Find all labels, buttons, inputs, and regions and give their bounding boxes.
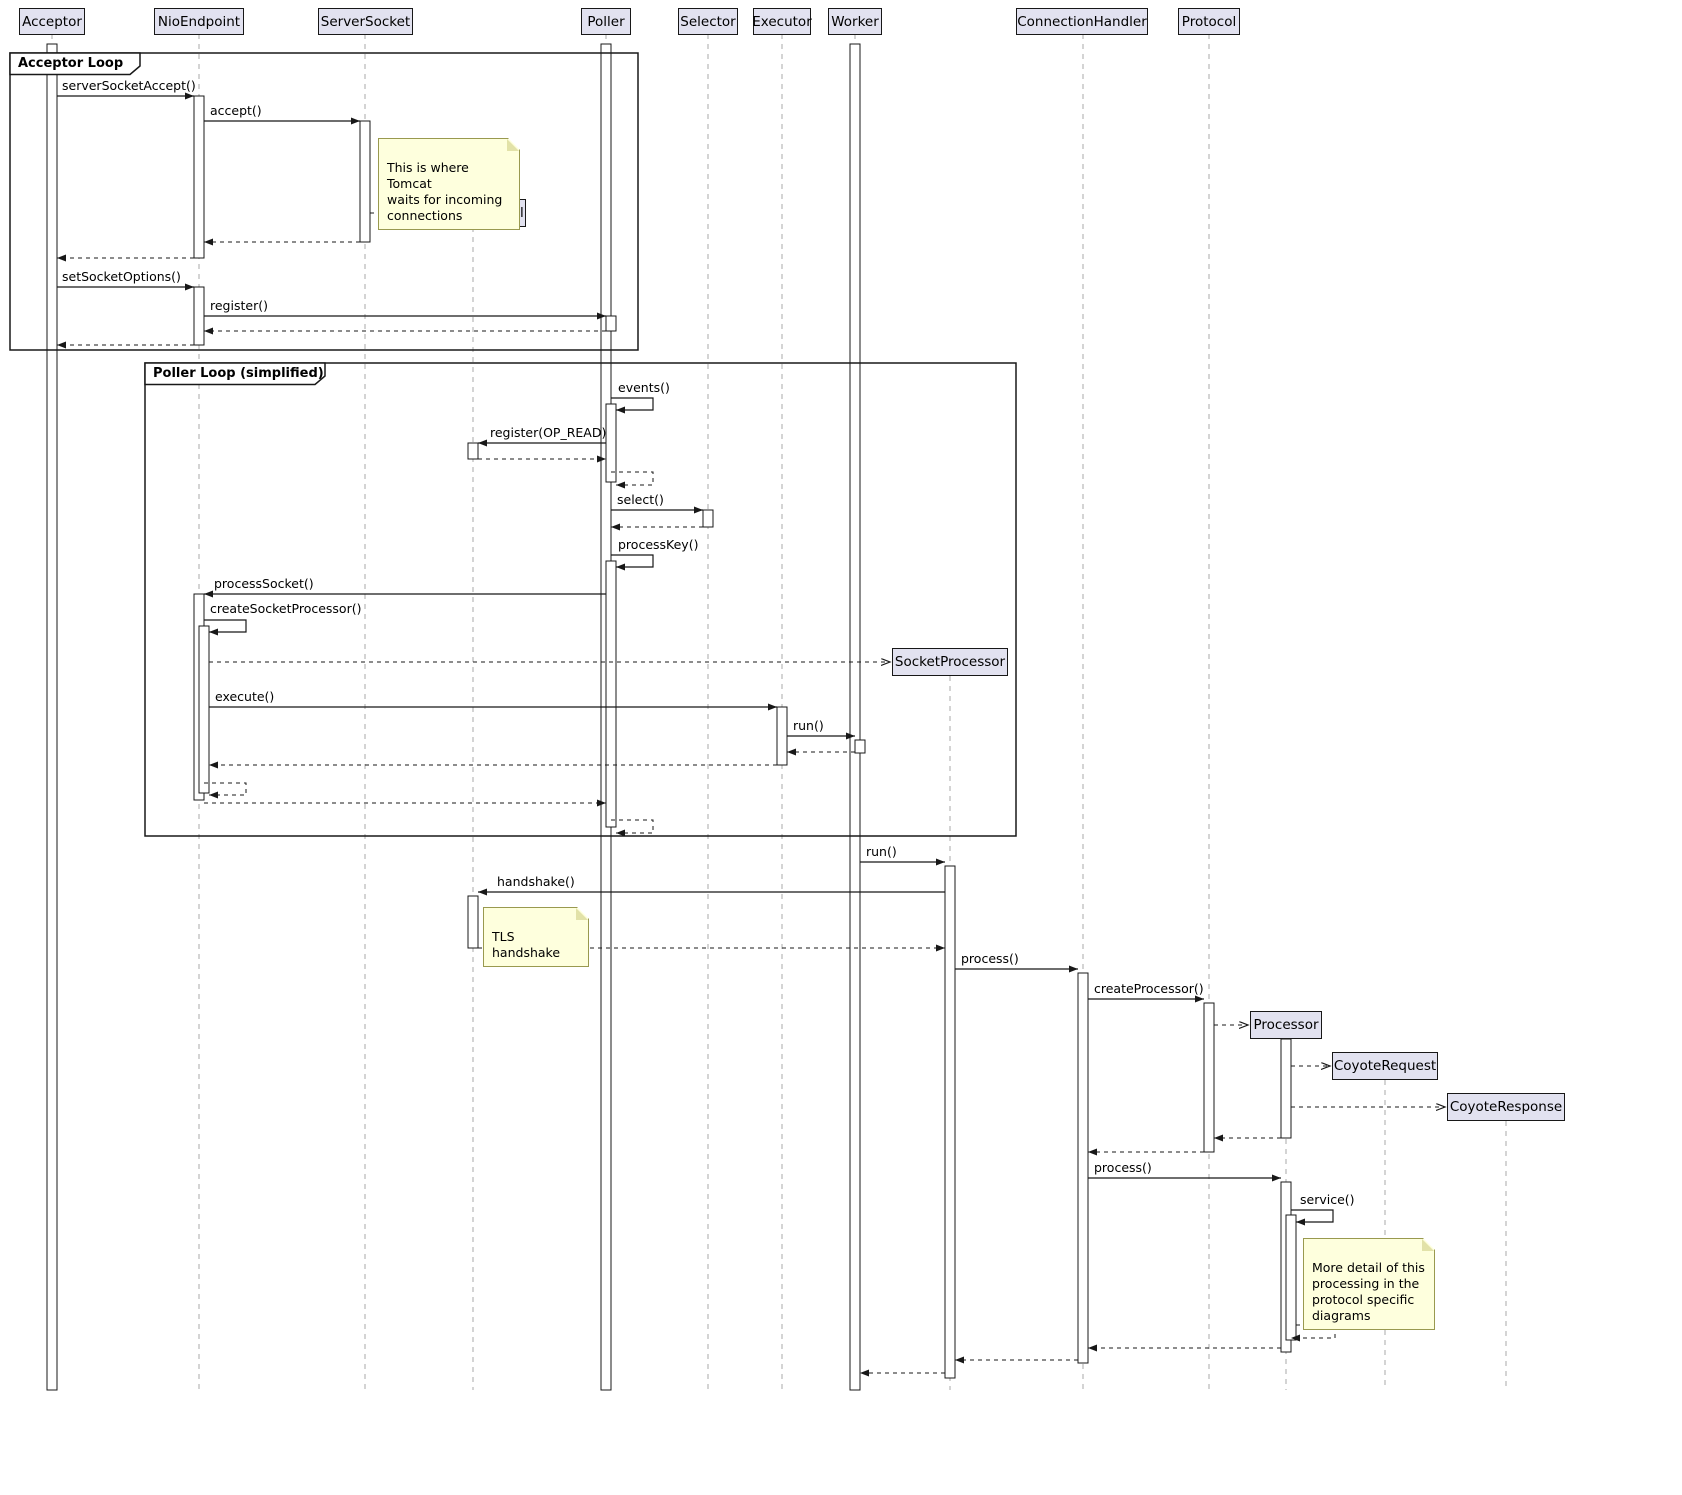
return-createsocketprocessor-self <box>204 782 247 799</box>
message-label-run-socketprocessor: run() <box>866 844 897 859</box>
activation-protocol-createprocessor <box>1203 1002 1215 1153</box>
message-label-processsocket: processSocket() <box>214 576 314 591</box>
participant-executor: Executor <box>752 8 812 35</box>
note-protocol-detail: More detail of this processing in the pr… <box>1303 1238 1435 1330</box>
arrow-events-self <box>611 397 654 414</box>
participant-socketprocessor: SocketProcessor <box>892 648 1008 676</box>
activation-poller-processkey <box>605 560 617 828</box>
frame-acceptor-loop <box>9 52 639 351</box>
message-label-createsocketprocessor: createSocketProcessor() <box>210 601 362 616</box>
participant-selector: Selector <box>678 8 738 35</box>
activation-poller-events <box>605 403 617 483</box>
return-events-self <box>611 471 654 489</box>
message-label-processkey: processKey() <box>618 537 699 552</box>
participant-processor: Processor <box>1250 1011 1322 1039</box>
message-label-serversocketaccept: serverSocketAccept() <box>62 78 196 93</box>
message-label-register: register() <box>210 298 268 313</box>
note-tls-handshake-text: TLS handshake <box>492 929 561 960</box>
message-label-handshake: handshake() <box>497 874 575 889</box>
message-label-events: events() <box>618 380 670 395</box>
participant-coyoteresponse: CoyoteResponse <box>1447 1093 1565 1121</box>
note-protocol-detail-text: More detail of this processing in the pr… <box>1312 1260 1425 1323</box>
activation-worker <box>849 43 861 1391</box>
activation-connectionhandler-process <box>1077 972 1089 1364</box>
activation-processor-service <box>1285 1214 1297 1341</box>
activation-acceptor <box>46 43 58 1391</box>
activation-socketprocessor-run <box>944 865 956 1379</box>
participant-serversocket: ServerSocket <box>318 8 413 35</box>
note-tls-handshake: TLS handshake <box>483 907 589 967</box>
frame-poller-loop-tab <box>144 362 326 386</box>
return-processkey-self <box>611 819 654 837</box>
message-label-process-processor: process() <box>1094 1160 1152 1175</box>
frame-title-poller-loop: Poller Loop (simplified) <box>153 366 324 381</box>
message-label-process-connectionhandler: process() <box>961 951 1019 966</box>
activation-selector-select <box>702 509 714 528</box>
activation-nioendpoint-createsocketprocessor <box>198 625 210 794</box>
activation-nioendpoint-accept <box>193 95 205 259</box>
note-tomcat-waits: This is where Tomcat waits for incoming … <box>378 138 520 230</box>
message-label-select: select() <box>617 492 664 507</box>
activation-worker-run <box>854 739 866 754</box>
participant-acceptor: Acceptor <box>19 8 85 35</box>
arrow-processkey-self <box>611 554 654 571</box>
frame-title-acceptor-loop: Acceptor Loop <box>18 56 124 71</box>
participant-nioendpoint: NioEndpoint <box>154 8 244 35</box>
message-label-run-worker: run() <box>793 718 824 733</box>
activation-poller-register <box>605 315 617 332</box>
note-tomcat-waits-text: This is where Tomcat waits for incoming … <box>387 160 503 223</box>
message-label-accept: accept() <box>210 103 262 118</box>
activation-executor-execute <box>776 706 788 766</box>
frame-acceptor-loop-tab <box>9 52 141 76</box>
participant-connectionhandler: ConnectionHandler <box>1016 8 1148 35</box>
activation-socketchannel-handshake <box>467 895 479 949</box>
activation-serversocket-accept <box>359 120 371 243</box>
frame-poller-loop <box>144 362 1017 837</box>
message-label-execute: execute() <box>215 689 275 704</box>
message-label-service: service() <box>1300 1192 1355 1207</box>
participant-coyoterequest: CoyoteRequest <box>1332 1052 1438 1080</box>
activation-socketchannel-register <box>467 442 479 460</box>
message-label-setsocketoptions: setSocketOptions() <box>62 269 181 284</box>
arrow-createsocketprocessor-self <box>204 619 247 636</box>
activation-processor-create <box>1280 1038 1292 1139</box>
participant-worker: Worker <box>828 8 882 35</box>
message-label-register-opread: register(OP_READ) <box>490 425 607 440</box>
activation-nioendpoint-setsocketoptions <box>193 286 205 346</box>
participant-protocol: Protocol <box>1178 8 1240 35</box>
message-label-createprocessor: createProcessor() <box>1094 981 1204 996</box>
participant-poller: Poller <box>581 8 631 35</box>
arrow-service-self <box>1291 1209 1334 1226</box>
